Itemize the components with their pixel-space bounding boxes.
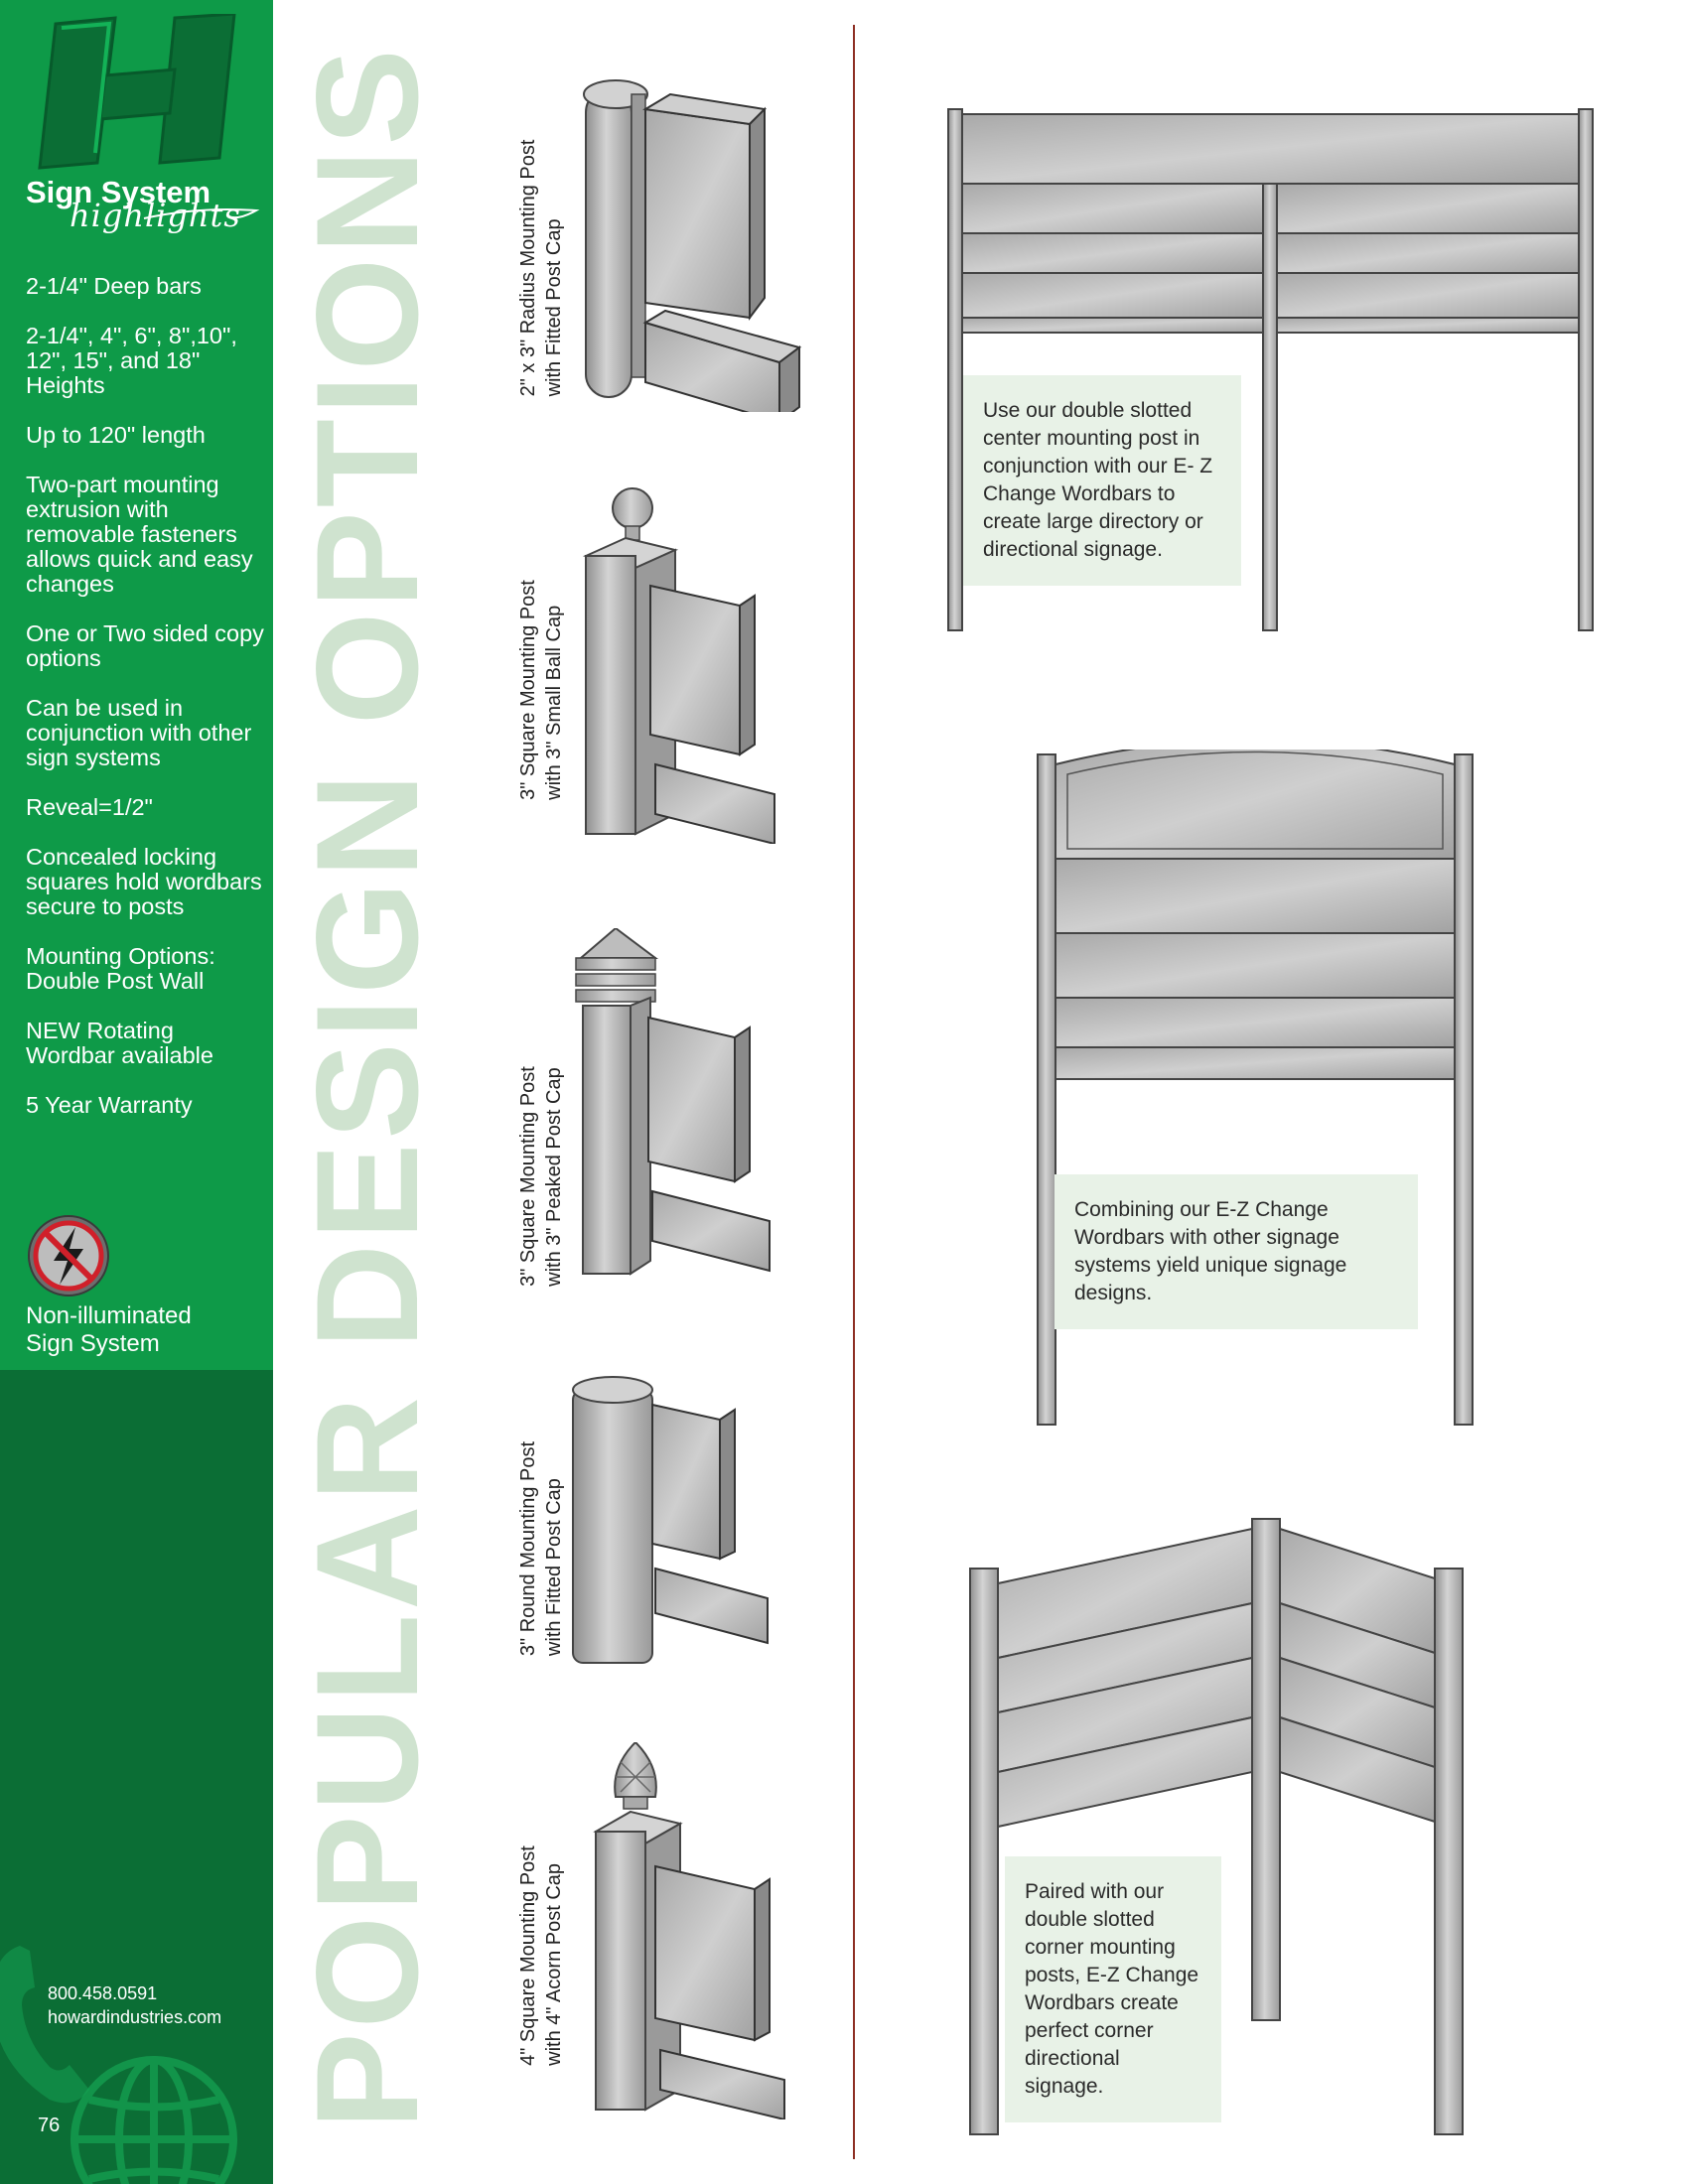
- post-caption-line1: 3" Round Mounting Post: [517, 1440, 539, 1657]
- post-caption: 2" x 3" Radius Mounting Post with Fitted…: [501, 119, 581, 417]
- square-ball-cap-post-illustration: [582, 487, 775, 844]
- corner-sign-illustration: [969, 1518, 1464, 2135]
- page-number: 76: [38, 2115, 61, 2136]
- post-caption-line1: 3" Square Mounting Post: [517, 580, 539, 800]
- non-illuminated-icon: [28, 1215, 109, 1297]
- callout-double-slotted: Use our double slotted center mounting p…: [963, 375, 1241, 586]
- feature-item: Reveal=1/2": [26, 794, 153, 820]
- sidebar: Sign System highlights 2-1/4" Deep bars …: [0, 0, 273, 2184]
- feature-item: 2-1/4" Deep bars: [26, 273, 202, 299]
- feature-item: 2-1/4", 4", 6", 8",10", 12", 15", and 18…: [26, 323, 237, 398]
- howard-logo-icon: [38, 14, 236, 170]
- post-caption-line1: 3" Square Mounting Post: [517, 1066, 539, 1287]
- phone-number: 800.458.0591: [48, 1983, 158, 2003]
- sidebar-lower-band: [0, 1370, 273, 2184]
- post-caption-line1: 2" x 3" Radius Mounting Post: [517, 139, 539, 397]
- callout-combining: Combining our E-Z Change Wordbars with o…: [1055, 1174, 1418, 1329]
- flourish-icon: [143, 208, 260, 219]
- non-illuminated-label: Non-illuminated Sign System: [26, 1302, 192, 1357]
- post-caption-line2: with 3" Small Ball Cap: [543, 605, 565, 800]
- square-acorn-cap-post-illustration: [593, 1742, 785, 2119]
- post-caption-line2: with 4" Acorn Post Cap: [543, 1862, 565, 2066]
- round-post-illustration: [572, 1376, 769, 1664]
- post-caption-line1: 4" Square Mounting Post: [517, 1845, 539, 2066]
- phone-icon: [0, 1946, 89, 2104]
- brand-title: Sign System: [26, 175, 211, 209]
- arched-sign-illustration: [1037, 750, 1474, 1426]
- post-caption-line2: with Fitted Post Cap: [543, 1478, 565, 1657]
- feature-item: 5 Year Warranty: [26, 1092, 193, 1118]
- feature-item: NEW Rotating Wordbar available: [26, 1018, 213, 1068]
- post-caption: 4" Square Mounting Post with 4" Acorn Po…: [501, 1817, 581, 2095]
- square-peaked-cap-post-illustration: [575, 928, 771, 1276]
- website-url[interactable]: howardindustries.com: [48, 2007, 222, 2027]
- feature-item: Up to 120" length: [26, 422, 206, 448]
- feature-item: Can be used in conjunction with other si…: [26, 695, 252, 770]
- post-caption: 3" Square Mounting Post with 3" Peaked P…: [501, 1042, 581, 1310]
- globe-icon: [70, 2056, 237, 2184]
- feature-item: One or Two sided copy options: [26, 620, 264, 671]
- callout-corner: Paired with our double slotted corner mo…: [1005, 1856, 1221, 2122]
- post-caption-line2: with Fitted Post Cap: [543, 218, 565, 397]
- post-caption-line2: with 3" Peaked Post Cap: [543, 1067, 565, 1287]
- post-caption: 3" Square Mounting Post with 3" Small Ba…: [501, 556, 581, 824]
- page-headline: POPULAR DESIGN OPTIONS: [286, 45, 448, 2129]
- radius-post-illustration: [583, 79, 802, 412]
- headline-container: POPULAR DESIGN OPTIONS: [268, 40, 467, 2134]
- feature-list: 2-1/4" Deep bars 2-1/4", 4", 6", 8",10",…: [26, 274, 264, 1143]
- post-caption: 3" Round Mounting Post with Fitted Post …: [501, 1420, 581, 1678]
- double-post-sign-illustration: [947, 108, 1594, 631]
- feature-item: Concealed locking squares hold wordbars …: [26, 844, 262, 919]
- feature-item: Mounting Options: Double Post Wall: [26, 943, 215, 994]
- feature-item: Two-part mounting extrusion with removab…: [26, 472, 253, 597]
- column-divider: [853, 25, 855, 2159]
